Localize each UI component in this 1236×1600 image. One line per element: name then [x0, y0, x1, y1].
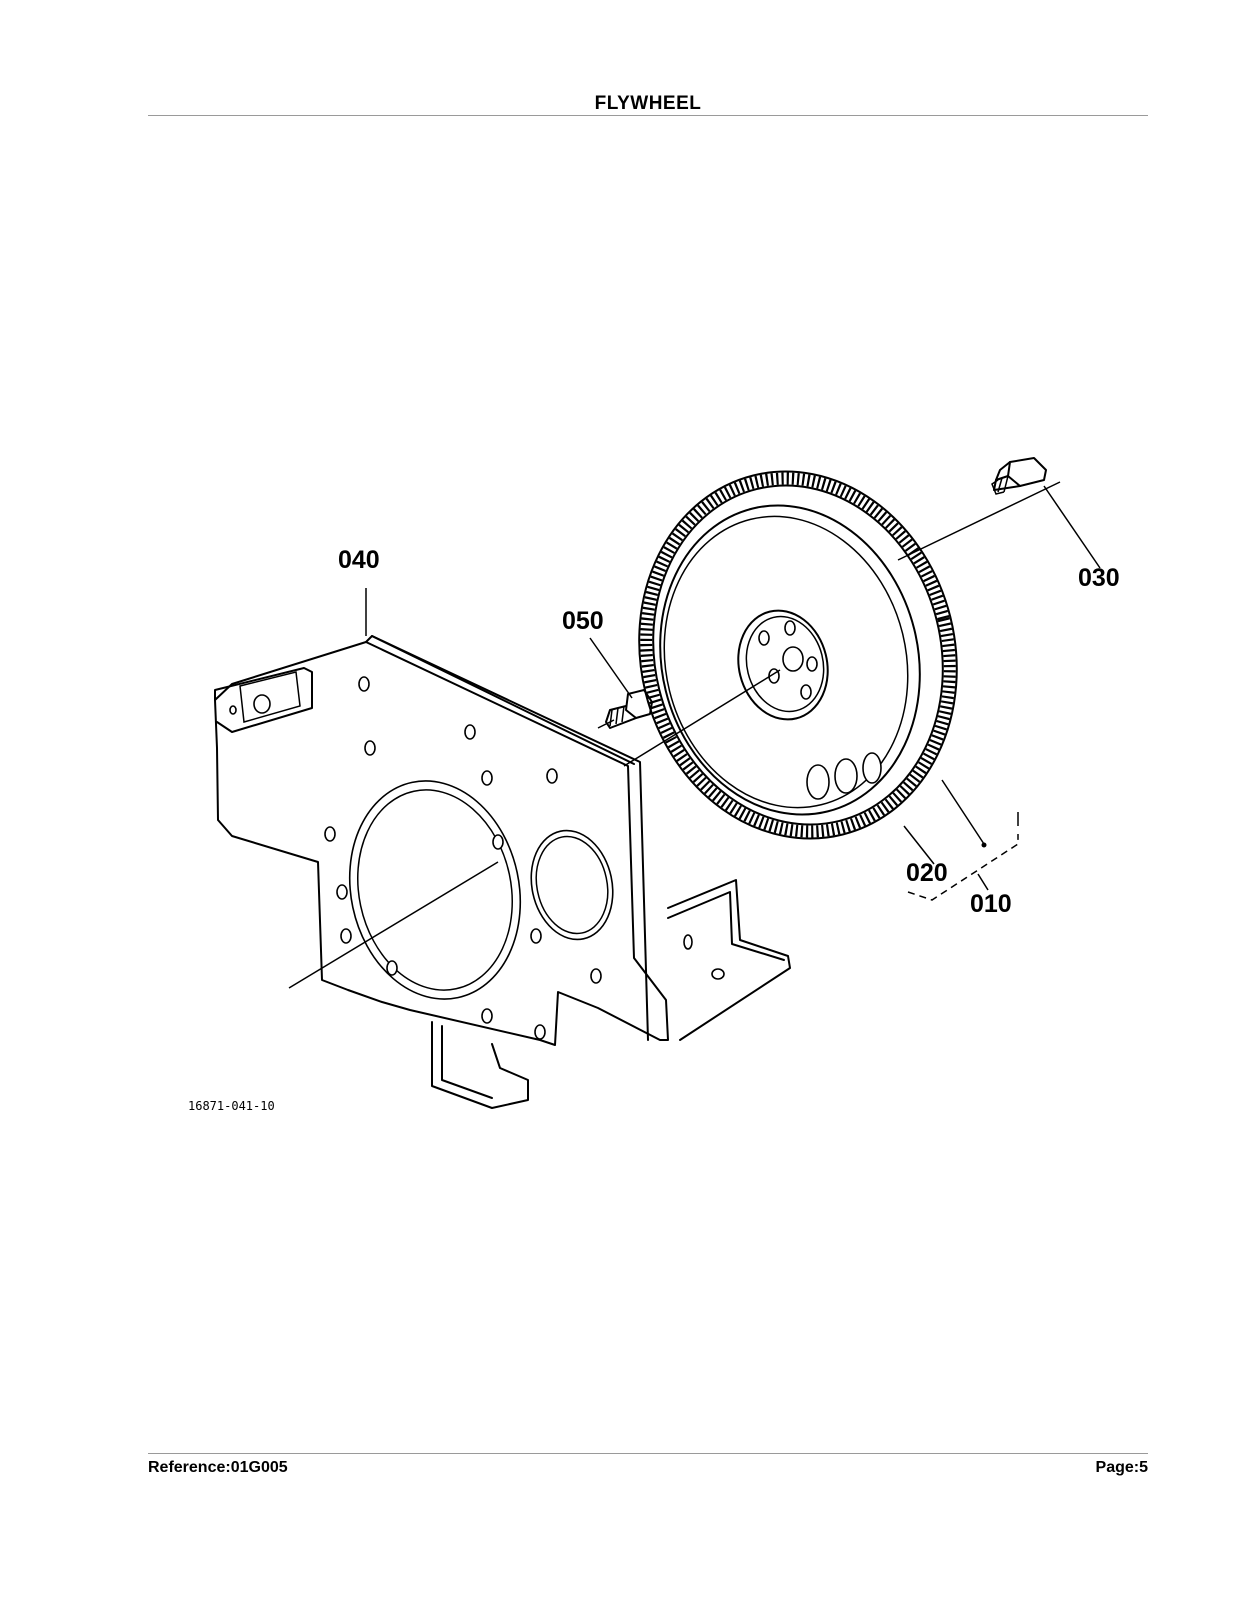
callout-010: 010 — [970, 890, 1012, 918]
flywheel-bolt — [991, 457, 1047, 495]
callout-030: 030 — [1078, 564, 1120, 592]
callout-020: 020 — [906, 859, 948, 887]
header-divider — [148, 115, 1148, 116]
flywheel-housing-plate — [214, 635, 791, 1109]
assembly-axis-lines — [288, 481, 1101, 989]
flywheel-ring-gear — [638, 470, 958, 840]
reference-label: Reference:01G005 — [148, 1459, 288, 1476]
page-title: FLYWHEEL — [594, 93, 702, 114]
housing-bolt — [605, 689, 653, 729]
callout-050: 050 — [562, 607, 604, 635]
drawing-number: 16871-041-10 — [188, 1099, 275, 1113]
page-number: Page:5 — [1095, 1459, 1148, 1476]
callout-040: 040 — [338, 546, 380, 574]
footer-divider — [148, 1453, 1148, 1454]
